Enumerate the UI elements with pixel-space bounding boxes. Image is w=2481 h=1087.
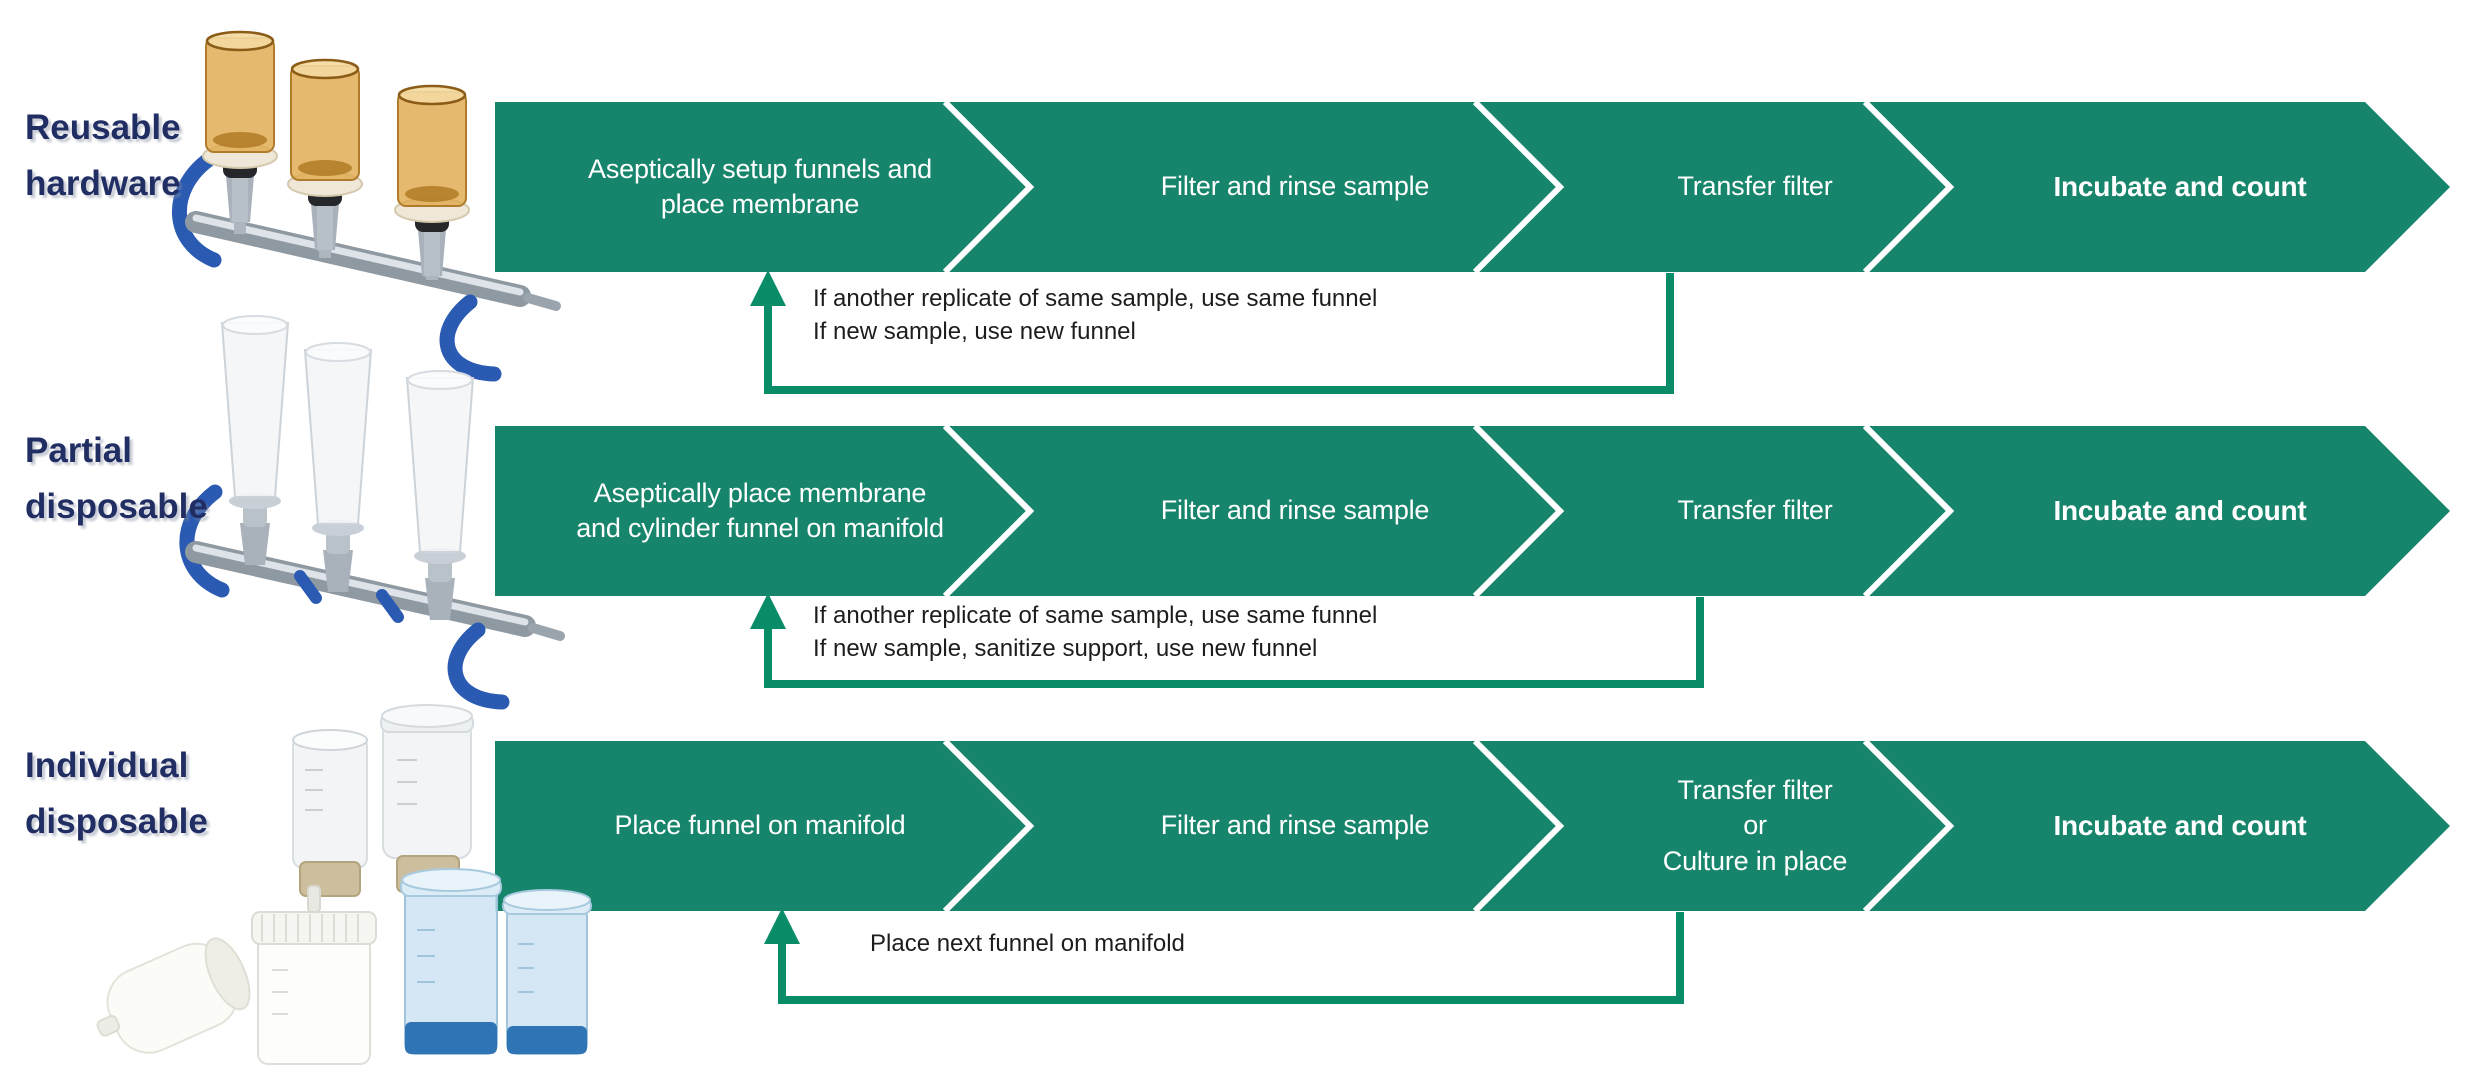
step-transfer-or-culture: Transfer filter or Culture in place [1662,775,1848,876]
band-reusable [495,99,2450,275]
band-individual-disposable [495,738,2450,914]
row-label-line: Individual [25,746,189,785]
loop-note-individual: Place next funnel on manifold [870,930,1185,957]
step-place-funnel: Place funnel on manifold [614,810,906,841]
row-label-partial-disposable: Partial disposable [25,423,355,535]
step-filter-rinse: Filter and rinse sample [1160,495,1430,526]
row-label-line: Partial [25,431,132,470]
step-filter-rinse: Filter and rinse sample [1160,171,1430,202]
loopback-arrow-partial [750,593,1704,688]
individual-disposable-image [96,704,592,1065]
row-label-reusable-hardware: Reusable hardware [25,100,355,212]
loop-note-reusable: If another replicate of same sample, use… [813,285,1378,345]
reusable-hardware-image [171,30,561,382]
loopback-arrow-individual [764,908,1684,1004]
loopback-arrow-reusable [750,270,1674,394]
row-label-line: Reusable [25,108,181,147]
row-label-line: disposable [25,487,208,526]
step-incubate-count: Incubate and count [2053,494,2307,526]
step-transfer-filter: Transfer filter [1677,495,1833,526]
step-incubate-count: Incubate and count [2053,170,2307,202]
step-transfer-filter: Transfer filter [1677,171,1833,202]
loop-note-partial: If another replicate of same sample, use… [813,602,1378,662]
row-label-individual-disposable: Individual disposable [25,738,355,850]
arrowhead-up-icon [750,593,786,629]
band-partial-disposable [495,423,2450,599]
step-setup-funnels: Aseptically setup funnels and place memb… [588,153,932,219]
partial-disposable-hardware-image [179,315,565,710]
row-label-line: disposable [25,802,208,841]
step-place-membrane-cylinder: Aseptically place membrane and cylinder … [576,477,944,543]
arrowhead-up-icon [750,270,786,306]
step-incubate-count: Incubate and count [2053,809,2307,841]
arrowhead-up-icon [764,908,800,944]
step-filter-rinse: Filter and rinse sample [1160,810,1430,841]
row-label-line: hardware [25,164,181,203]
